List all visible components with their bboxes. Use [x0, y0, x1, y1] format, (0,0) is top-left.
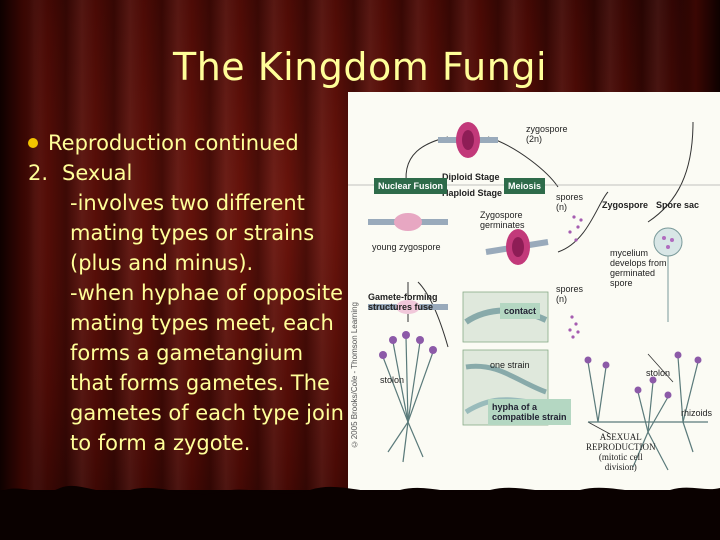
- text-line: that forms gametes. The: [70, 371, 330, 395]
- pointer-line: [647, 353, 674, 383]
- curtain-hem: [0, 485, 720, 502]
- arrow-path: [647, 121, 694, 223]
- label-young-zygospore: young zygospore: [372, 242, 441, 252]
- label-diploid-stage: Diploid Stage: [442, 172, 500, 182]
- label-meiosis: Meiosis: [504, 178, 546, 194]
- sporangiophores-right: [587, 356, 708, 471]
- text-line: mating types or strains: [70, 221, 315, 245]
- label-stolon-right: stolon: [646, 368, 671, 378]
- text-line: -when hyphae of opposite: [70, 281, 344, 305]
- zygospore-icon: [485, 229, 549, 265]
- slide-body: Reproduction continued 2. Sexual -involv…: [28, 128, 358, 458]
- text-line: mating types meet, each: [70, 311, 334, 335]
- label-zygospore-top: zygospore(2n): [526, 124, 568, 144]
- text-line: to form a zygote.: [70, 431, 251, 455]
- young-zygospore-icon: [368, 213, 448, 314]
- sporangia-left: [379, 331, 437, 359]
- item-number: 2.: [28, 161, 49, 185]
- curtain-left: [0, 0, 40, 540]
- numbered-item: 2. Sexual: [28, 158, 358, 188]
- fungi-life-cycle-figure: ©2005 Brooks/Cole - Thomson Learning zyg…: [348, 92, 720, 494]
- text-line: -involves two different: [70, 191, 305, 215]
- label-stolon-left: stolon: [380, 375, 405, 385]
- text-line: forms a gametangium: [70, 341, 304, 365]
- label-spore-sac: Spore sac: [656, 200, 700, 210]
- pointer-line: [587, 421, 611, 435]
- item-text: Sexual: [62, 161, 133, 185]
- sporangiophores-left: [382, 336, 434, 463]
- label-contact: contact: [500, 303, 541, 319]
- text-block-1: -involves two different mating types or …: [28, 188, 358, 278]
- label-spores-2: spores(n): [556, 284, 584, 304]
- arrow-path: [557, 191, 609, 253]
- zygospore-icon: [438, 122, 498, 158]
- bullet-dot-icon: [28, 138, 38, 148]
- bullet-text: Reproduction continued: [48, 131, 299, 155]
- figure-credit: ©2005 Brooks/Cole - Thomson Learning: [350, 302, 359, 449]
- slide-title: The Kingdom Fungi: [172, 45, 548, 89]
- text-block-2: -when hyphae of opposite mating types me…: [28, 278, 358, 458]
- label-spores-1: spores(n): [556, 192, 584, 212]
- label-zygospore-right: Zygospore: [602, 200, 649, 210]
- spore-dots-top: [662, 236, 674, 249]
- sporangium-top: [653, 227, 683, 322]
- text-line: (plus and minus).: [70, 251, 254, 275]
- stage-floor: [0, 485, 720, 540]
- spores-icon: [568, 215, 583, 339]
- text-line: gametes of each type join: [70, 401, 344, 425]
- bullet-item: Reproduction continued: [28, 128, 358, 158]
- label-one-strain: one strain: [490, 360, 530, 370]
- hypha-shape: [465, 363, 547, 395]
- sporangia-right: [584, 351, 702, 399]
- label-haploid-stage: Haploid Stage: [442, 188, 503, 198]
- label-nuclear-fusion: Nuclear Fusion: [374, 178, 448, 194]
- label-rhizoids: rhizoids: [681, 408, 713, 418]
